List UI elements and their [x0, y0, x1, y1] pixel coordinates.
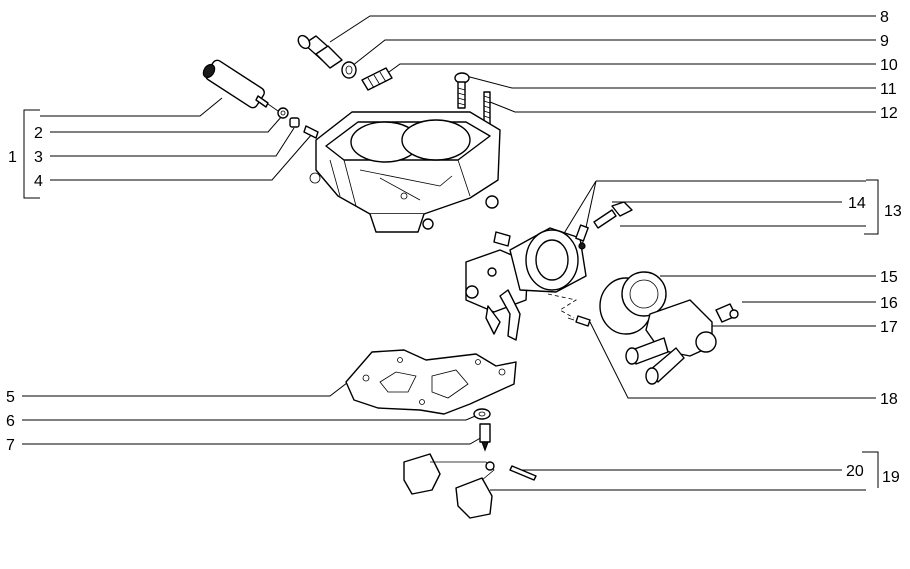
- washer-6: [473, 408, 491, 420]
- label-11: 11: [880, 81, 897, 98]
- screw-14: [593, 201, 633, 229]
- assembly-axis: [547, 293, 578, 319]
- label-18: 18: [880, 391, 898, 408]
- label-16: 16: [880, 295, 898, 312]
- label-5: 5: [6, 389, 15, 406]
- label-13: 13: [884, 203, 902, 220]
- label-20: 20: [846, 463, 864, 480]
- float-19: [403, 453, 495, 519]
- throttle-body-assembly: [465, 224, 589, 341]
- sleeve-3: [289, 117, 300, 128]
- label-3: 3: [34, 149, 43, 166]
- needle-valve-7: [479, 423, 491, 452]
- label-12: 12: [880, 105, 898, 122]
- label-1: 1: [8, 149, 17, 166]
- label-14: 14: [848, 195, 866, 212]
- filter-10: [361, 67, 393, 91]
- label-19: 19: [882, 469, 900, 486]
- label-7: 7: [6, 437, 15, 454]
- label-15: 15: [880, 269, 898, 286]
- label-6: 6: [6, 413, 15, 430]
- label-9: 9: [880, 33, 889, 50]
- part-labels: 1 2 3 4 5 6 7 8 9 10 11 12 13 14 15 16 1…: [6, 9, 902, 486]
- adapter-ring-15: [599, 271, 667, 335]
- pin-20: [509, 465, 537, 481]
- gasket-5: [345, 349, 517, 415]
- jet-4: [303, 125, 319, 139]
- carburettor-body: [309, 111, 501, 233]
- label-17: 17: [880, 319, 898, 336]
- label-10: 10: [880, 57, 898, 74]
- screw-11: [454, 72, 470, 109]
- leader-lines: [22, 15, 879, 491]
- label-8: 8: [880, 9, 889, 26]
- label-2: 2: [34, 125, 43, 142]
- fuel-inlet-fitting: [297, 34, 343, 69]
- cutoff-solenoid: [202, 59, 279, 112]
- ring-9: [341, 61, 357, 79]
- washer-2: [277, 107, 289, 119]
- heater-manifold-17: [625, 299, 717, 385]
- plug-16: [715, 303, 739, 323]
- screw-18: [567, 315, 591, 327]
- label-4: 4: [34, 173, 43, 190]
